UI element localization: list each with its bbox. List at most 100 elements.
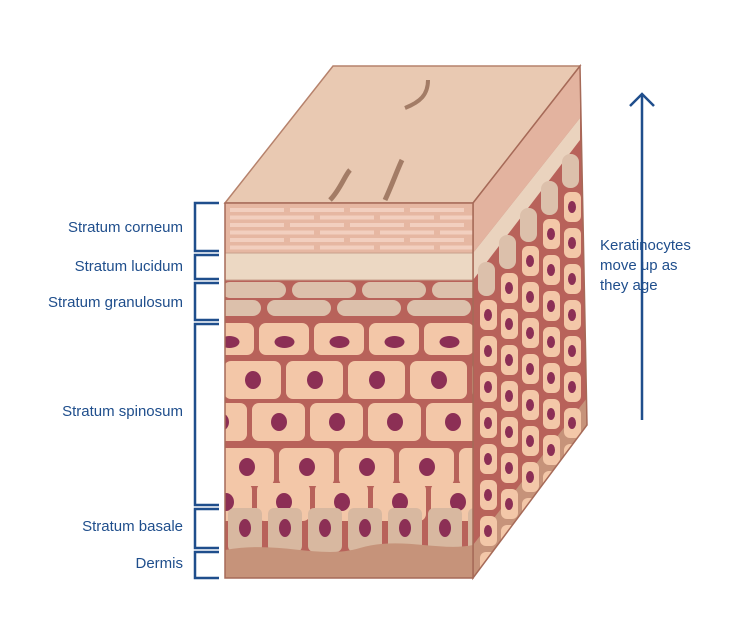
granular-cell [520, 208, 537, 242]
nucleus [568, 453, 576, 465]
corneum-cell [410, 223, 464, 227]
nucleus [225, 493, 234, 511]
corneum-cell [320, 245, 374, 250]
corneum-cell [320, 215, 374, 220]
nucleus [359, 519, 371, 537]
spinous-cell [522, 498, 539, 528]
nucleus [431, 371, 447, 389]
skin-crease [404, 79, 430, 110]
nucleus [445, 413, 461, 431]
label-stratum-granulosum: Stratum granulosum [47, 294, 183, 311]
corneum-cell [230, 215, 284, 220]
nucleus [225, 414, 229, 430]
nucleus [307, 371, 323, 389]
corneum-cell [380, 230, 434, 235]
corneum-cell [290, 208, 344, 212]
nucleus [387, 413, 403, 431]
corneum-cell [350, 223, 404, 227]
corneum-cell [230, 223, 284, 227]
corneum-cell [320, 230, 374, 235]
nucleus [568, 381, 576, 393]
nucleus [439, 519, 451, 537]
nucleus [276, 493, 292, 511]
basal-cell [468, 508, 473, 552]
corneum-cell [260, 215, 314, 220]
granular-cell [225, 282, 286, 298]
spinous-cell [225, 403, 247, 441]
layer-bracket [193, 550, 219, 580]
nucleus [568, 273, 576, 285]
corneum-cell [230, 238, 284, 242]
nucleus [526, 471, 534, 483]
corneum-cell [260, 245, 314, 250]
spinous-cell [564, 444, 581, 474]
granular-cell [432, 282, 473, 298]
nucleus [505, 282, 513, 294]
nucleus [568, 309, 576, 321]
label-dermis: Dermis [135, 555, 184, 572]
corneum-cell [290, 223, 344, 227]
nucleus [450, 493, 466, 511]
layer-bracket [193, 201, 219, 253]
corneum-cell [350, 238, 404, 242]
nucleus [526, 291, 534, 303]
corneum-cell [290, 238, 344, 242]
nucleus [392, 493, 408, 511]
nucleus [279, 519, 291, 537]
layer-bracket [193, 322, 219, 507]
nucleus [484, 309, 492, 321]
nucleus [439, 336, 460, 348]
granular-cell [225, 300, 261, 316]
nucleus [484, 453, 492, 465]
nucleus [547, 336, 555, 348]
layer-bracket [193, 507, 219, 550]
label-stratum-corneum: Stratum corneum [67, 219, 183, 236]
nucleus [547, 444, 555, 456]
nucleus [484, 417, 492, 429]
nucleus [505, 426, 513, 438]
corneum-cell [410, 208, 464, 212]
corneum-cell [380, 215, 434, 220]
granular-cell [362, 282, 426, 298]
nucleus [329, 413, 345, 431]
nucleus [369, 371, 385, 389]
granular-cell [541, 181, 558, 215]
nucleus [271, 413, 287, 431]
dermis-layer [225, 543, 473, 578]
nucleus [329, 336, 350, 348]
label-stratum-spinosum: Stratum spinosum [62, 403, 183, 420]
nucleus [526, 327, 534, 339]
corneum-cell [230, 245, 284, 250]
nucleus [484, 489, 492, 501]
nucleus [505, 318, 513, 330]
nucleus [239, 519, 251, 537]
nucleus [484, 381, 492, 393]
corneum-cell [230, 230, 284, 235]
note-line: move up as [600, 257, 678, 274]
nucleus [299, 458, 315, 476]
spinous-cell [543, 471, 560, 501]
nucleus [239, 458, 255, 476]
nucleus [384, 336, 405, 348]
note-line: Keratinocytes [600, 237, 691, 254]
nucleus [547, 264, 555, 276]
spinous-cell [459, 448, 473, 486]
label-stratum-basale: Stratum basale [82, 518, 183, 535]
nucleus [568, 237, 576, 249]
layer-bracket [193, 281, 219, 322]
corneum-cell [410, 238, 464, 242]
nucleus [274, 336, 295, 348]
granular-cell [337, 300, 401, 316]
nucleus [245, 371, 261, 389]
corneum-cell [440, 230, 473, 235]
nucleus [526, 507, 534, 519]
lucidum-layer [225, 252, 473, 281]
nucleus [484, 525, 492, 537]
label-stratum-lucidum: Stratum lucidum [74, 258, 183, 275]
note-line: they age [600, 277, 658, 294]
nucleus [526, 363, 534, 375]
nucleus [568, 201, 576, 213]
nucleus [547, 228, 555, 240]
